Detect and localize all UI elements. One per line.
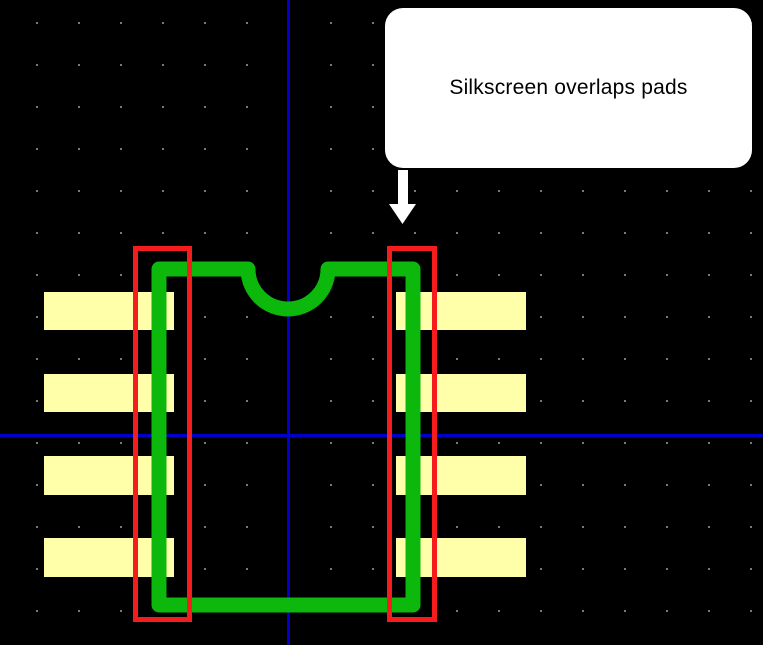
drc-marker-left[interactable]: [133, 246, 192, 622]
drc-error-markers[interactable]: [133, 246, 437, 622]
arrow-down-icon: [389, 168, 416, 224]
silkscreen-outline[interactable]: [151, 261, 421, 613]
callout-text: Silkscreen overlaps pads: [449, 76, 688, 99]
callout-box: Silkscreen overlaps pads: [385, 8, 752, 168]
arrow-down-glyph: [389, 168, 416, 224]
drc-marker-right[interactable]: [387, 246, 437, 622]
arrow-shaft: [398, 170, 408, 206]
